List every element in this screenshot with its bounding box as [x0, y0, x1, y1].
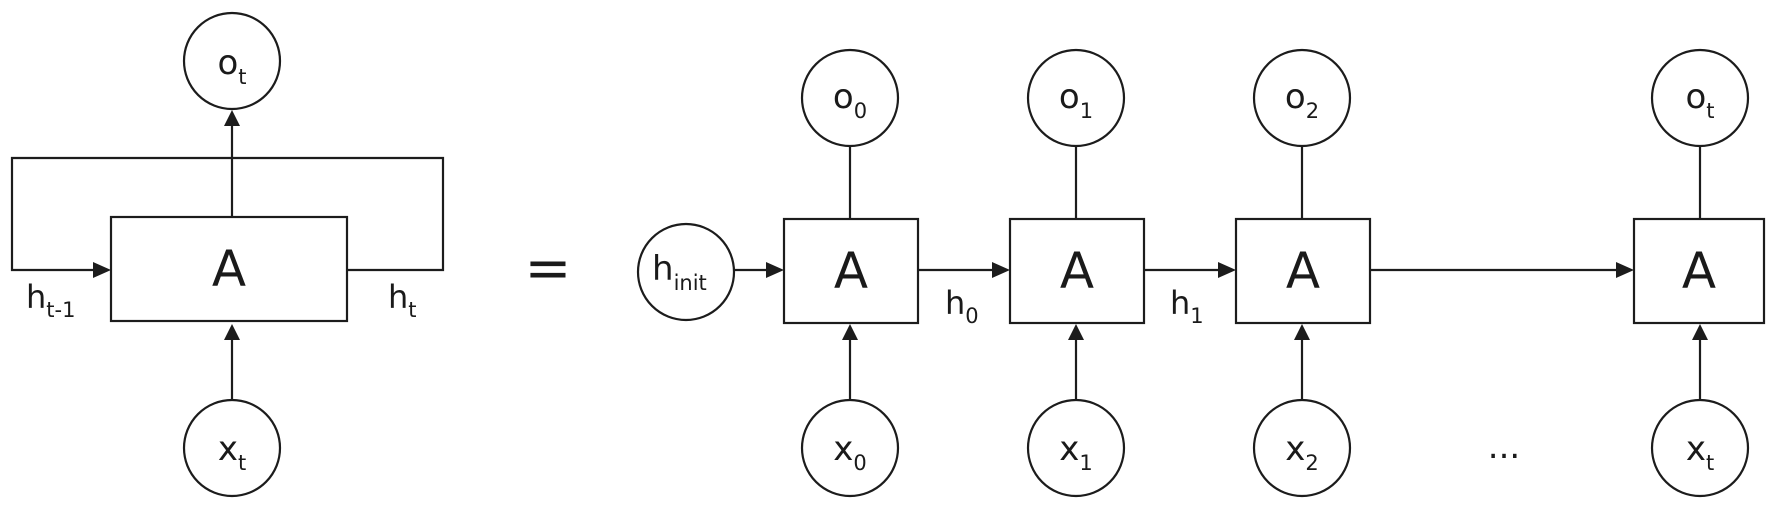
step-t-input-arrowhead [1692, 324, 1708, 340]
hidden-label-0: h0 [945, 284, 979, 328]
step-2-output-label: o2 [1285, 77, 1319, 123]
equals-sign: = [525, 236, 572, 301]
folded-input-arrowhead [224, 324, 240, 340]
h0-arrowhead [992, 262, 1010, 278]
folded-cell-label: A [212, 240, 246, 298]
step-2-input-node [1252, 398, 1352, 498]
step-2-input-arrowhead [1294, 324, 1310, 340]
step-t-input-node [1650, 398, 1750, 498]
time-step-0: A o0 x0 [782, 48, 920, 498]
folded-input-label: xt [218, 429, 246, 475]
time-step-2: A o2 x2 [1234, 48, 1372, 498]
time-step-1: A o1 x1 [1008, 48, 1146, 498]
folded-output-node [182, 11, 282, 111]
recurrent-loop-arrowhead [93, 262, 111, 278]
h-init-arrowhead [766, 262, 784, 278]
ellipsis: ... [1488, 427, 1520, 467]
step-0-input-node [800, 398, 900, 498]
step-t-cell-box [1632, 217, 1766, 325]
step-t-input-label: xt [1686, 429, 1714, 475]
step-0-input-label: x0 [833, 429, 867, 475]
h-init-node [636, 222, 736, 322]
step-1-cell-box [1008, 217, 1146, 325]
step-t-cell-label: A [1682, 242, 1716, 300]
step-1-input-arrowhead [1068, 324, 1084, 340]
step-1-input-node [1026, 398, 1126, 498]
time-step-t: A ot xt [1632, 48, 1766, 498]
h-long-arrowhead [1616, 262, 1634, 278]
step-1-input-label: x1 [1059, 429, 1093, 475]
step-2-output-node [1252, 48, 1352, 148]
h-init-label: hinit [652, 249, 707, 295]
step-t-output-node [1650, 48, 1750, 148]
step-0-input-arrowhead [842, 324, 858, 340]
recurrent-loop-line [10, 156, 445, 272]
step-2-input-label: x2 [1285, 429, 1319, 475]
hidden-label-1: h1 [1170, 284, 1204, 328]
step-0-output-node [800, 48, 900, 148]
folded-input-node [182, 398, 282, 498]
folded-hidden-out-label: ht [388, 278, 417, 322]
folded-output-label: ot [217, 43, 246, 89]
step-2-cell-label: A [1286, 242, 1320, 300]
folded-output-arrowhead [224, 110, 240, 126]
step-1-output-node [1026, 48, 1126, 148]
folded-hidden-in-label: ht-1 [26, 278, 75, 322]
step-2-cell-box [1234, 217, 1372, 325]
unrolled-rnn: hinit h0 h1 A o0 x0 [636, 48, 1766, 498]
step-0-output-label: o0 [833, 77, 867, 123]
folded-cell-box [109, 215, 349, 323]
h1-arrowhead [1218, 262, 1236, 278]
folded-rnn: A ot xt ht-1 ht [10, 11, 445, 498]
step-1-cell-label: A [1060, 242, 1094, 300]
step-t-output-label: ot [1685, 77, 1714, 123]
step-0-cell-label: A [834, 242, 868, 300]
step-1-output-label: o1 [1059, 77, 1093, 123]
step-0-cell-box [782, 217, 920, 325]
